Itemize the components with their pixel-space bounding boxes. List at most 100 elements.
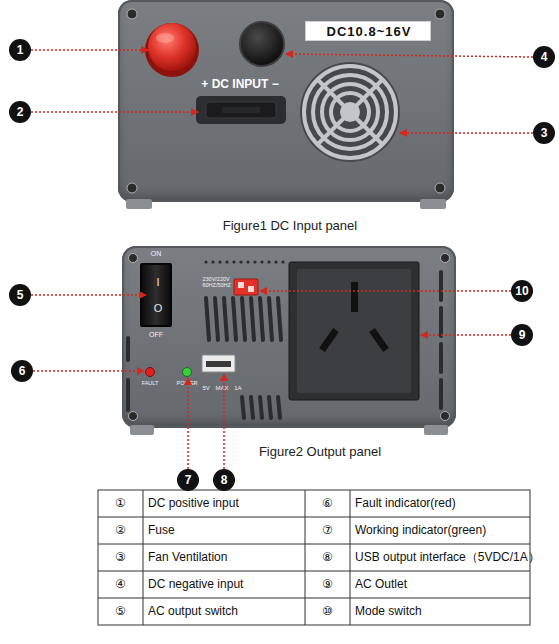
vent-slot bbox=[260, 298, 263, 340]
dip-toggle bbox=[238, 282, 244, 288]
table-cell: Working indicator(green) bbox=[355, 517, 530, 544]
screw bbox=[435, 9, 445, 19]
vent-hole bbox=[239, 260, 242, 263]
callout-number: 2 bbox=[9, 101, 31, 123]
fan-ring bbox=[304, 66, 396, 158]
vent-hole bbox=[281, 260, 284, 263]
vent-slot bbox=[251, 397, 253, 418]
switch-symbol: I bbox=[148, 276, 168, 290]
table-index: ③ bbox=[98, 544, 143, 571]
vent-slot bbox=[439, 308, 443, 336]
leader-line bbox=[31, 294, 146, 296]
table-index: ⑤ bbox=[98, 598, 143, 625]
fan-opening bbox=[300, 62, 400, 162]
table-cell: Fuse bbox=[148, 517, 305, 544]
usb-tongue bbox=[206, 361, 231, 367]
panel-legend: + DC INPUT − bbox=[175, 77, 305, 91]
vent-slot bbox=[206, 298, 209, 340]
screw bbox=[127, 183, 137, 193]
table-cell: AC Outlet bbox=[355, 571, 530, 598]
leader-line bbox=[286, 54, 533, 57]
table-rule bbox=[143, 490, 144, 625]
fuse-cover bbox=[206, 102, 276, 118]
table-rule bbox=[305, 490, 306, 625]
table-cell: Fault indicator(red) bbox=[355, 490, 530, 517]
indicator-name: POWER bbox=[173, 380, 201, 388]
power-led bbox=[183, 368, 192, 377]
table-index: ② bbox=[98, 517, 143, 544]
screw bbox=[127, 9, 137, 19]
vent-slot bbox=[269, 397, 271, 418]
negative-terminal bbox=[240, 22, 284, 66]
table-index: ⑩ bbox=[305, 598, 350, 625]
fuse-holder bbox=[196, 96, 286, 124]
table-rule bbox=[98, 571, 530, 572]
outlet-frame bbox=[289, 262, 419, 400]
screw bbox=[435, 183, 445, 193]
screw bbox=[129, 412, 138, 421]
screw bbox=[441, 254, 450, 263]
table-index: ① bbox=[98, 490, 143, 517]
table-index: ⑦ bbox=[305, 517, 350, 544]
vent-group bbox=[128, 260, 441, 418]
callout-number: 10 bbox=[511, 280, 533, 302]
outlet-slot bbox=[351, 282, 358, 312]
screw bbox=[129, 254, 138, 263]
mode-values: 230V/220V 60HZ/50HZ bbox=[203, 276, 234, 290]
callout-number: 6 bbox=[11, 360, 33, 382]
leader-line bbox=[421, 334, 511, 336]
leader-line bbox=[260, 290, 511, 292]
vent-slot bbox=[269, 298, 272, 340]
vent-slot bbox=[439, 344, 443, 372]
table-rule bbox=[98, 544, 530, 545]
fan-hub bbox=[340, 102, 360, 122]
figure-caption: Figure1 DC Input panel bbox=[180, 217, 400, 235]
fan-spoke bbox=[317, 79, 383, 145]
fan-spoke bbox=[317, 79, 383, 145]
fan-ring bbox=[322, 84, 378, 140]
table-cell: AC output switch bbox=[148, 598, 305, 625]
rocker-switch: IO bbox=[140, 263, 172, 327]
terminal-base bbox=[145, 23, 199, 77]
vent-hole bbox=[260, 260, 263, 263]
panel-foot bbox=[420, 199, 446, 209]
vent-slot bbox=[224, 298, 227, 340]
output-panel: ONOFFFAULTPOWER5V MAX 1A230V/220V 60HZ/5… bbox=[122, 246, 456, 428]
table-cell: Fan Ventilation bbox=[148, 544, 305, 571]
vent-slot bbox=[215, 298, 218, 340]
fan-ring bbox=[331, 93, 369, 131]
figure-caption: Figure2 Output panel bbox=[210, 443, 430, 461]
vent-slot bbox=[126, 338, 130, 360]
table-rule bbox=[350, 490, 351, 625]
leader-line bbox=[187, 378, 189, 469]
vent-slot bbox=[278, 298, 281, 340]
leader-line bbox=[400, 132, 533, 134]
terminal-highlight bbox=[156, 33, 174, 43]
panel-foot bbox=[130, 425, 154, 435]
vent-hole bbox=[267, 260, 270, 263]
table-index: ⑧ bbox=[305, 544, 350, 571]
table-cell: USB output interface（5VDC/1A） bbox=[355, 544, 530, 571]
vent-slot bbox=[242, 298, 245, 340]
callout-number: 7 bbox=[177, 469, 199, 491]
vent-slot bbox=[126, 380, 130, 410]
callout-number: 9 bbox=[511, 324, 533, 346]
leader-line bbox=[31, 49, 148, 51]
switch-symbol: O bbox=[148, 302, 168, 316]
mode-switch bbox=[234, 279, 258, 295]
voltage-plate: DC10.8~16V bbox=[305, 21, 431, 41]
vent-slot bbox=[242, 397, 244, 418]
table-cell: Mode switch bbox=[355, 598, 530, 625]
vent-hole bbox=[211, 260, 214, 263]
vent-hole bbox=[218, 260, 221, 263]
vent-slot bbox=[439, 272, 443, 300]
fuse-ridge bbox=[222, 107, 260, 113]
dip-toggle bbox=[248, 286, 254, 292]
table-border bbox=[98, 490, 530, 625]
table-cell: DC positive input bbox=[148, 490, 305, 517]
callout-number: 4 bbox=[533, 46, 555, 68]
panel-foot bbox=[126, 199, 152, 209]
vent-slot bbox=[260, 397, 262, 418]
vent-hole bbox=[274, 260, 277, 263]
